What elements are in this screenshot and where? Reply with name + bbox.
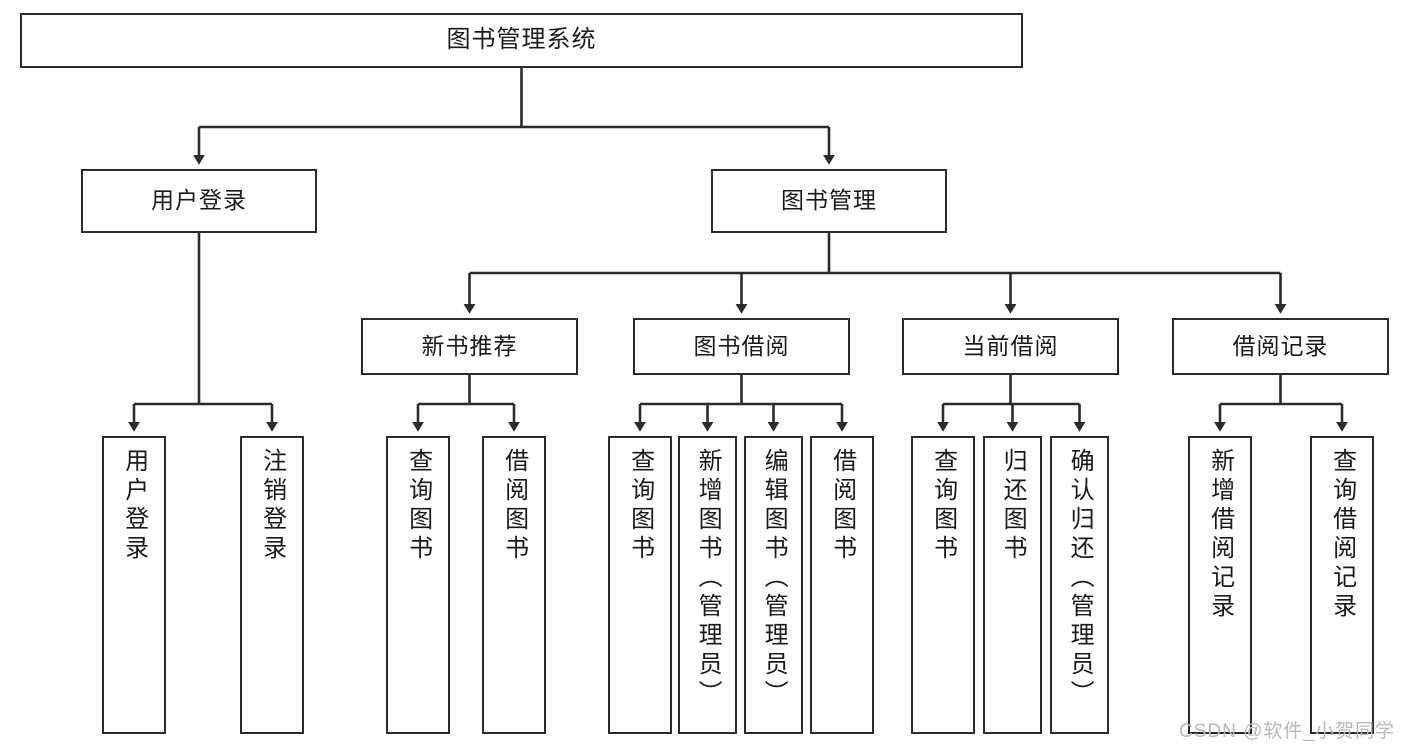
node-label: 用户登录 bbox=[120, 448, 148, 564]
node-label: 注销登录 bbox=[258, 448, 286, 564]
node-new_rec[interactable]: 新书推荐 bbox=[361, 318, 578, 375]
node-records[interactable]: 借阅记录 bbox=[1172, 318, 1389, 375]
node-leaf_add_book[interactable]: 新增图书（管理员） bbox=[678, 436, 737, 734]
node-label: 借阅记录 bbox=[1232, 332, 1329, 359]
node-label: 用户登录 bbox=[151, 187, 247, 214]
node-root[interactable]: 图书管理系统 bbox=[20, 13, 1023, 68]
node-label: 查询图书 bbox=[626, 448, 654, 564]
node-label: 当前借阅 bbox=[962, 332, 1059, 359]
node-borrow[interactable]: 图书借阅 bbox=[633, 318, 850, 375]
node-label: 查询借阅记录 bbox=[1328, 448, 1356, 622]
node-leaf_add_rec[interactable]: 新增借阅记录 bbox=[1188, 436, 1252, 734]
node-label: 借阅图书 bbox=[828, 448, 856, 564]
node-label: 新增图书（管理员） bbox=[694, 448, 722, 709]
node-leaf_confirm[interactable]: 确认归还（管理员） bbox=[1050, 436, 1109, 734]
node-leaf_q3[interactable]: 查询图书 bbox=[911, 436, 975, 734]
node-label: 确认归还（管理员） bbox=[1066, 448, 1094, 709]
node-label: 图书管理 bbox=[781, 187, 877, 214]
node-label: 新增借阅记录 bbox=[1206, 448, 1234, 622]
node-leaf_b1[interactable]: 借阅图书 bbox=[482, 436, 546, 734]
node-label: 图书管理系统 bbox=[446, 26, 597, 54]
node-label: 归还图书 bbox=[999, 448, 1027, 564]
node-current[interactable]: 当前借阅 bbox=[902, 318, 1119, 375]
node-leaf_logout[interactable]: 注销登录 bbox=[240, 436, 304, 734]
node-leaf_b2[interactable]: 借阅图书 bbox=[810, 436, 874, 734]
node-label: 图书借阅 bbox=[693, 332, 790, 359]
node-label: 查询图书 bbox=[929, 448, 957, 564]
node-user_login[interactable]: 用户登录 bbox=[81, 169, 317, 233]
node-label: 编辑图书（管理员） bbox=[760, 448, 788, 709]
node-leaf_query_rec[interactable]: 查询借阅记录 bbox=[1310, 436, 1374, 734]
node-leaf_login[interactable]: 用户登录 bbox=[102, 436, 166, 734]
node-label: 查询图书 bbox=[404, 448, 432, 564]
node-leaf_q2[interactable]: 查询图书 bbox=[608, 436, 672, 734]
node-book_manage[interactable]: 图书管理 bbox=[711, 169, 947, 233]
node-leaf_q1[interactable]: 查询图书 bbox=[386, 436, 450, 734]
node-label: 新书推荐 bbox=[421, 332, 518, 359]
node-label: 借阅图书 bbox=[500, 448, 528, 564]
node-leaf_return[interactable]: 归还图书 bbox=[983, 436, 1042, 734]
node-leaf_edit_book[interactable]: 编辑图书（管理员） bbox=[744, 436, 803, 734]
